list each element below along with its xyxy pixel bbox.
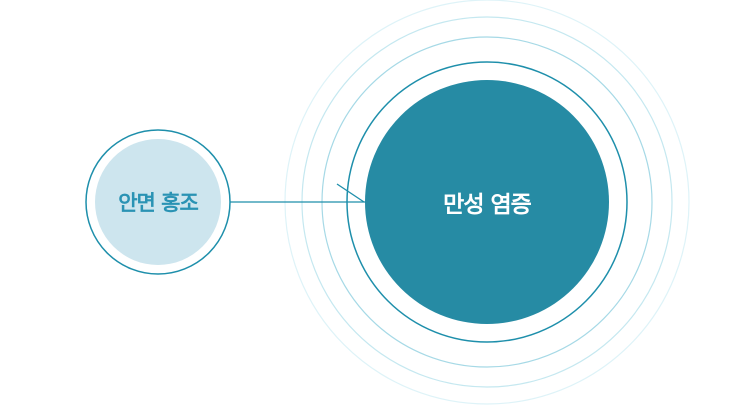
effect-label: 만성 염증 [443, 192, 532, 218]
cause-label: 안면 홍조 [118, 191, 199, 215]
cause-circle [95, 139, 221, 265]
arrow-head [336, 183, 365, 203]
effect-circle [365, 80, 609, 324]
